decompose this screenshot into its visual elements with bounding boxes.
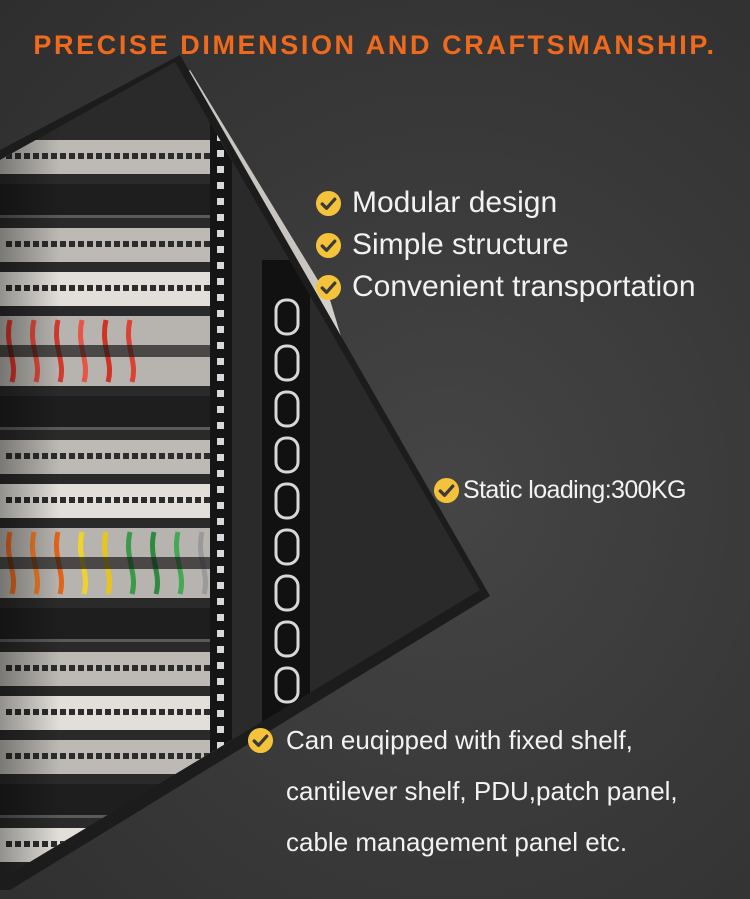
rail-hole: [217, 454, 224, 461]
cable-manager-cutout: [274, 390, 300, 428]
rail-hole: [217, 726, 224, 733]
rail-hole: [217, 470, 224, 477]
rail-hole: [217, 326, 224, 333]
feature-label: Convenient transportation: [352, 270, 696, 303]
rail-hole: [217, 614, 224, 621]
rail-hole: [217, 262, 224, 269]
rail-hole: [217, 870, 224, 877]
rail-hole: [217, 150, 224, 157]
rail-hole: [217, 70, 224, 77]
rail-hole: [217, 406, 224, 413]
check-circle-icon: [315, 232, 342, 258]
rail-hole: [217, 230, 224, 237]
rail-hole: [217, 710, 224, 717]
feature-simple-structure: Simple structure: [315, 228, 569, 262]
rail-hole: [217, 246, 224, 253]
rail-hole: [217, 790, 224, 797]
rail-hole: [217, 774, 224, 781]
rail-hole: [217, 214, 224, 221]
cable-manager-cutout: [274, 436, 300, 474]
rail-hole: [217, 646, 224, 653]
cable-manager-cutout: [274, 528, 300, 566]
rail-hole: [217, 310, 224, 317]
feature-continuation-line: cable management panel etc.: [286, 827, 628, 857]
rail-hole: [217, 502, 224, 509]
rail-hole: [217, 822, 224, 829]
rail-hole: [217, 342, 224, 349]
rail-hole: [217, 582, 224, 589]
rail-hole: [217, 566, 224, 573]
rail-hole: [217, 694, 224, 701]
rail-hole: [217, 278, 224, 285]
rail-hole: [217, 166, 224, 173]
feature-label: Simple structure: [352, 228, 569, 261]
feature-modular-design: Modular design: [315, 186, 557, 220]
feature-continuation-line: cantilever shelf, PDU,patch panel,: [286, 776, 678, 806]
rail-hole: [217, 662, 224, 669]
rail-hole: [217, 534, 224, 541]
cable-manager-cutout: [274, 620, 300, 658]
cable-manager-cutout: [274, 574, 300, 612]
rail-hole: [217, 598, 224, 605]
cable-manager-cutout: [274, 666, 300, 704]
feature-label: Can euqipped with fixed shelf,: [286, 725, 633, 755]
rail-hole: [217, 518, 224, 525]
check-circle-icon: [433, 477, 460, 504]
rail-hole: [217, 486, 224, 493]
feature-equipment-options: Can euqipped with fixed shelf,: [247, 725, 633, 756]
rail-hole: [217, 422, 224, 429]
rail-hole: [217, 854, 224, 861]
rack-interior: [0, 62, 480, 880]
check-circle-icon: [247, 727, 274, 754]
feature-label: Static loading:300KG: [463, 476, 686, 504]
headline-text: PRECISE DIMENSION AND CRAFTSMANSHIP.: [33, 30, 717, 60]
rail-hole: [217, 358, 224, 365]
rail-hole: [217, 102, 224, 109]
cable-manager-cutout: [274, 298, 300, 336]
rail-hole: [217, 678, 224, 685]
rail-hole: [217, 806, 224, 813]
rail-hole: [217, 198, 224, 205]
rail-hole: [217, 838, 224, 845]
rail-hole: [217, 182, 224, 189]
check-circle-icon: [315, 274, 342, 300]
rail-hole: [217, 374, 224, 381]
feature-static-loading: Static loading:300KG: [433, 476, 686, 505]
cable-manager-cutout: [274, 482, 300, 520]
rail-hole: [217, 742, 224, 749]
feature-label: Modular design: [352, 186, 558, 219]
check-circle-icon: [315, 190, 342, 216]
feature-convenient-transportation: Convenient transportation: [315, 270, 696, 304]
rail-hole: [217, 390, 224, 397]
cable-manager-cutout: [274, 344, 300, 382]
rail-hole: [217, 294, 224, 301]
rail-hole: [217, 86, 224, 93]
rail-hole: [217, 550, 224, 557]
rail-hole: [217, 630, 224, 637]
headline: PRECISE DIMENSION AND CRAFTSMANSHIP.: [0, 30, 750, 61]
rail-hole: [217, 438, 224, 445]
